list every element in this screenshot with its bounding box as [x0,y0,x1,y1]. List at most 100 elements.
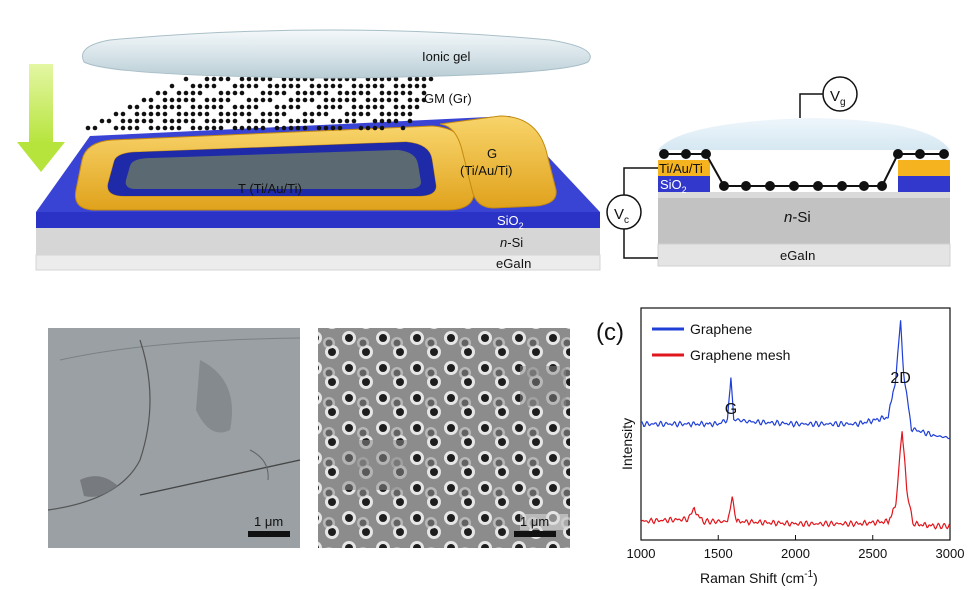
sio2-layer-side [36,212,600,228]
scale-label-left: 1 μm [254,514,283,529]
mesh-dot [344,97,350,103]
scale-bar-left [248,531,290,537]
mesh-dot [232,90,238,96]
mesh-dot [218,104,224,110]
chain-dot [837,181,847,191]
mesh-dot [365,104,371,110]
mesh-dot [253,118,259,124]
mesh-dot [365,125,371,131]
mesh-dot [365,111,371,117]
mesh-dot [85,125,91,131]
mesh-dot [393,118,399,124]
mesh-dot [316,83,322,89]
mesh-dot [344,118,350,124]
mesh-dot [337,90,343,96]
chain-dot [915,149,925,159]
mesh-dot [330,97,336,103]
label-egain-cross: eGaIn [780,248,815,263]
mesh-dot [309,97,315,103]
mesh-dot [190,125,196,131]
mesh-dot [225,90,231,96]
mesh-dot [183,76,189,82]
mesh-dot [407,104,413,110]
mesh-dot [358,104,364,110]
mesh-dot [323,104,329,110]
chain-dot [701,149,711,159]
mesh-dot [288,125,294,131]
mesh-dot [162,97,168,103]
mesh-dot [330,118,336,124]
mesh-dot [267,118,273,124]
series-lines [640,320,951,530]
mesh-dot [323,83,329,89]
mesh-dot [358,83,364,89]
mesh-dot [176,97,182,103]
chain-dot [893,149,903,159]
peak-label: G [725,401,737,418]
mesh-dot [183,97,189,103]
label-egain-3d: eGaIn [496,256,531,271]
mesh-dot [260,90,266,96]
mesh-dot [204,104,210,110]
mesh-dot [141,111,147,117]
mesh-dot [267,97,273,103]
mesh-dot [197,104,203,110]
mesh-dot [393,104,399,110]
mesh-dot [344,111,350,117]
mesh-dot [379,97,385,103]
mesh-dot [232,118,238,124]
mesh-dot [162,111,168,117]
mesh-dot [148,97,154,103]
mesh-dot [295,97,301,103]
mesh-dot [372,118,378,124]
mesh-dot [239,90,245,96]
press-arrow [17,64,65,172]
chain-dot [719,181,729,191]
mesh-dot [218,97,224,103]
mesh-dot [386,118,392,124]
mesh-dot [337,83,343,89]
mesh-dot [127,118,133,124]
mesh-dot [274,111,280,117]
mesh-dot [190,118,196,124]
mesh-dot [253,83,259,89]
mesh-dot [323,97,329,103]
mesh-dot [267,76,273,82]
mesh-dot [204,97,210,103]
mesh-dot [218,125,224,131]
label-vg: Vg [830,88,846,108]
mesh-dot [246,76,252,82]
sem-right-panel: 1 μm [318,328,570,548]
mesh-dot [197,111,203,117]
mesh-dot [183,90,189,96]
ionic-gel [82,29,591,79]
mesh-dot [393,90,399,96]
mesh-dot [274,104,280,110]
mesh-dot [421,83,427,89]
label-nsi-3d: n-Si [500,235,523,250]
mesh-dot [288,104,294,110]
mesh-dot [176,125,182,131]
mesh-dot [400,83,406,89]
mesh-dot [204,125,210,131]
mesh-dot [239,104,245,110]
mesh-dot [134,118,140,124]
mesh-dot [211,76,217,82]
chain-dot [765,181,775,191]
mesh-dot [295,90,301,96]
mesh-dot [246,104,252,110]
x-tick-label: 2500 [858,546,887,561]
mesh-dot [141,118,147,124]
mesh-dot [148,118,154,124]
mesh-dot [421,90,427,96]
mesh-dot [155,111,161,117]
mesh-dot [407,97,413,103]
mesh-dot [218,76,224,82]
mesh-dot [372,97,378,103]
mesh-dot [393,83,399,89]
mesh-dot [414,76,420,82]
mesh-dot [386,97,392,103]
mesh-dot [148,111,154,117]
mesh-dot [218,90,224,96]
mesh-dot [316,90,322,96]
